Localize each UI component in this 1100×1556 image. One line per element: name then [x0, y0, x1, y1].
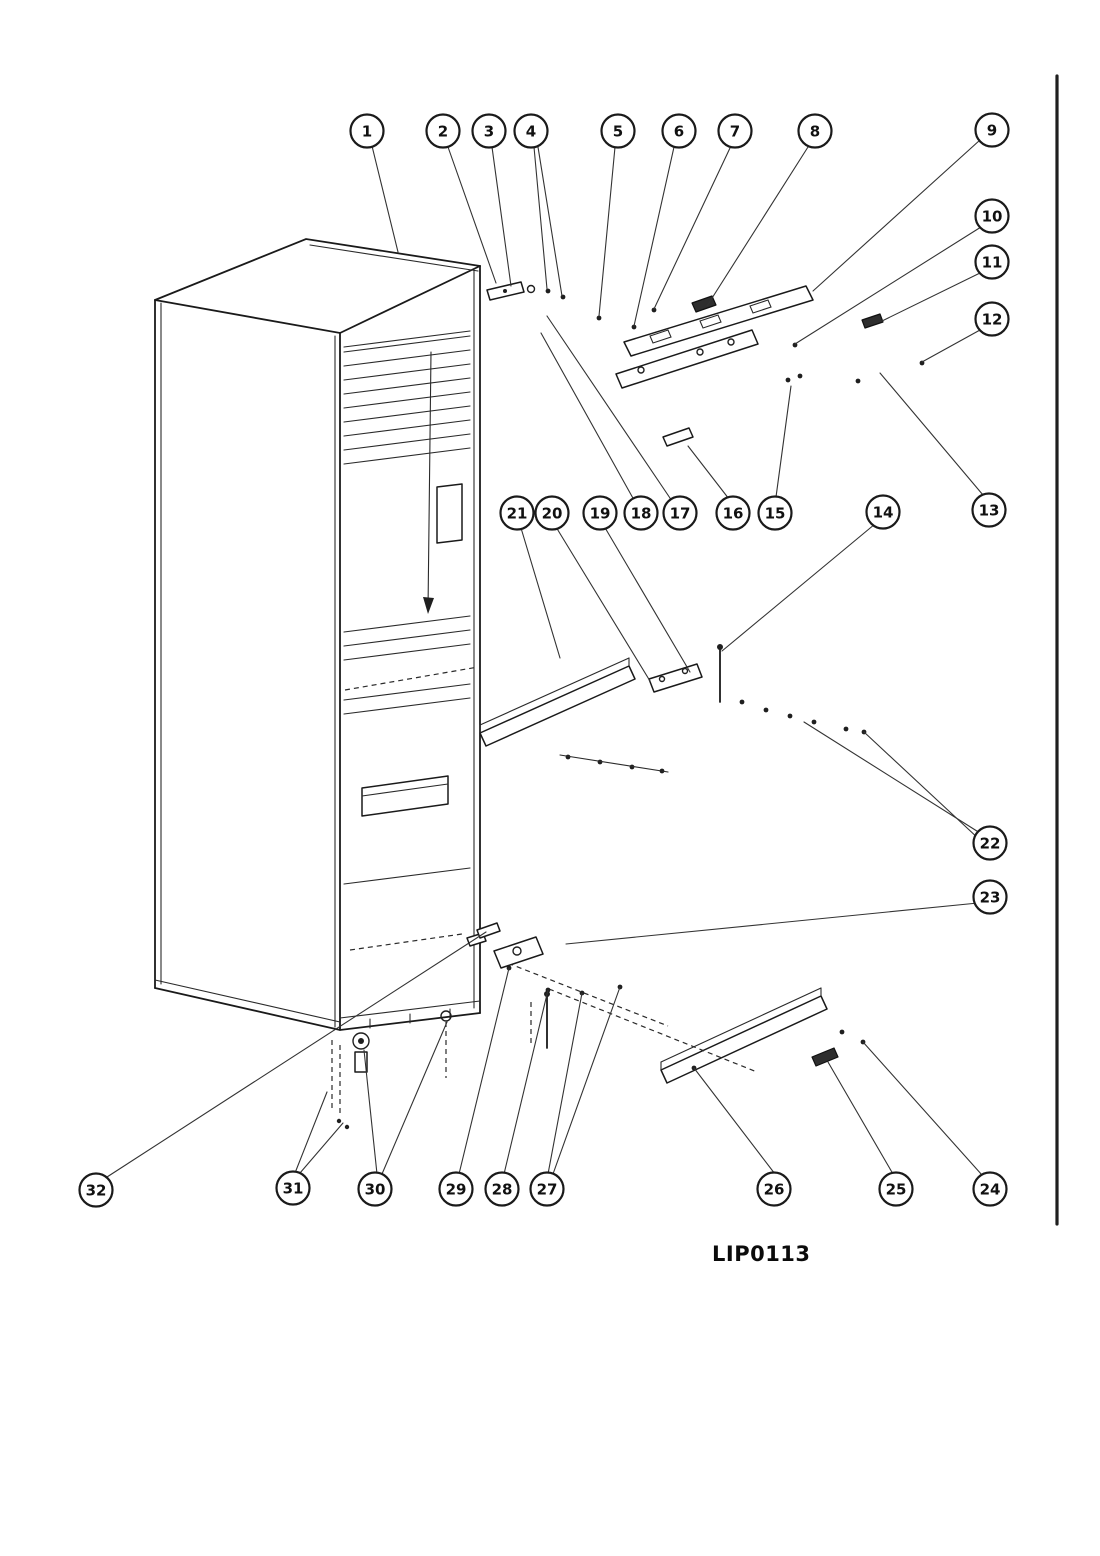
callout-number: 5: [613, 123, 623, 141]
callout-number: 27: [537, 1181, 558, 1199]
middle-rail-pin: [717, 644, 723, 703]
callout-8: 8: [797, 113, 833, 149]
callout-number: 4: [526, 123, 536, 141]
callout-3: 3: [471, 113, 507, 149]
callout-balloons: 1 2 3 4 5 6 7 8 9 10 11 12 13 14 15 16 1…: [78, 112, 1010, 1208]
hinge-spacer: [861, 313, 884, 329]
callout-number: 23: [980, 889, 1001, 907]
callout-number: 16: [723, 505, 744, 523]
door-top-hinge: [486, 281, 566, 301]
bottom-hinge-screws: [506, 965, 623, 996]
callout-6: 6: [661, 113, 697, 149]
figure-code: LIP0113: [712, 1242, 811, 1266]
callout-number: 29: [446, 1181, 467, 1199]
callout-number: 6: [674, 123, 684, 141]
callout-number: 11: [982, 254, 1003, 272]
callout-14: 14: [865, 494, 901, 530]
callout-29: 29: [438, 1171, 474, 1207]
cabinet-body: [154, 238, 481, 1031]
callout-18: 18: [623, 495, 659, 531]
middle-rail-assembly: [344, 644, 867, 774]
callout-19: 19: [582, 495, 618, 531]
callout-15: 15: [757, 495, 793, 531]
freezer-shelves: [343, 330, 471, 465]
bottom-rail-assembly: [499, 959, 866, 1084]
callout-number: 9: [987, 122, 997, 140]
callout-1: 1: [349, 113, 385, 149]
callout-10: 10: [974, 198, 1010, 234]
callout-number: 14: [873, 504, 894, 522]
callout-7: 7: [717, 113, 753, 149]
callout-number: 18: [631, 505, 652, 523]
gasket-piece: [662, 427, 694, 447]
callout-5: 5: [600, 113, 636, 149]
leader-lines: [106, 139, 984, 1178]
callout-26: 26: [756, 1171, 792, 1207]
middle-rail-bracket: [648, 663, 703, 693]
callout-number: 30: [365, 1181, 386, 1199]
callout-number: 13: [979, 502, 1000, 520]
callout-27: 27: [529, 1171, 565, 1207]
callout-11: 11: [974, 244, 1010, 280]
bottom-rail-cap: [811, 1047, 839, 1067]
callout-number: 7: [730, 123, 740, 141]
callout-13: 13: [971, 492, 1007, 528]
compartment-divider: [343, 615, 471, 715]
callout-number: 15: [765, 505, 786, 523]
callout-number: 1: [362, 123, 372, 141]
callout-number: 25: [886, 1181, 907, 1199]
callout-number: 26: [764, 1181, 785, 1199]
interior-control-box: [436, 483, 463, 544]
middle-rail-screws: [559, 699, 867, 774]
bottom-hinge-bracket: [466, 922, 544, 969]
callout-number: 31: [283, 1180, 304, 1198]
callout-number: 8: [810, 123, 820, 141]
callout-number: 2: [438, 123, 448, 141]
callout-25: 25: [878, 1171, 914, 1207]
callout-16: 16: [715, 495, 751, 531]
callout-number: 28: [492, 1181, 513, 1199]
callout-20: 20: [534, 495, 570, 531]
callout-9: 9: [974, 112, 1010, 148]
callout-22: 22: [972, 825, 1008, 861]
callout-32: 32: [78, 1172, 114, 1208]
callout-31: 31: [275, 1170, 311, 1206]
callout-number: 32: [86, 1182, 107, 1200]
callout-number: 21: [507, 505, 528, 523]
callout-number: 22: [980, 835, 1001, 853]
top-hinge-plate-bar: [615, 329, 759, 389]
callout-21: 21: [499, 495, 535, 531]
interior-arrow: [423, 351, 434, 614]
bottom-rail: [660, 987, 828, 1084]
callout-12: 12: [974, 301, 1010, 337]
callout-17: 17: [662, 495, 698, 531]
middle-rail: [479, 657, 636, 747]
roller: [440, 1010, 452, 1078]
callout-number: 24: [980, 1181, 1001, 1199]
callout-2: 2: [425, 113, 461, 149]
lower-interior-bracket: [361, 775, 449, 817]
callout-number: 3: [484, 123, 494, 141]
hinge-cap: [691, 295, 717, 313]
top-hinge-assembly: [486, 281, 925, 447]
callout-number: 12: [982, 311, 1003, 329]
callout-30: 30: [357, 1171, 393, 1207]
leveling-foot: [331, 1032, 370, 1130]
callout-number: 19: [590, 505, 611, 523]
callout-number: 10: [982, 208, 1003, 226]
top-hinge-cover-bar: [623, 285, 814, 357]
callout-24: 24: [972, 1171, 1008, 1207]
callout-23: 23: [972, 879, 1008, 915]
callout-4: 4: [513, 113, 549, 149]
callout-28: 28: [484, 1171, 520, 1207]
callout-number: 20: [542, 505, 563, 523]
callout-number: 17: [670, 505, 691, 523]
